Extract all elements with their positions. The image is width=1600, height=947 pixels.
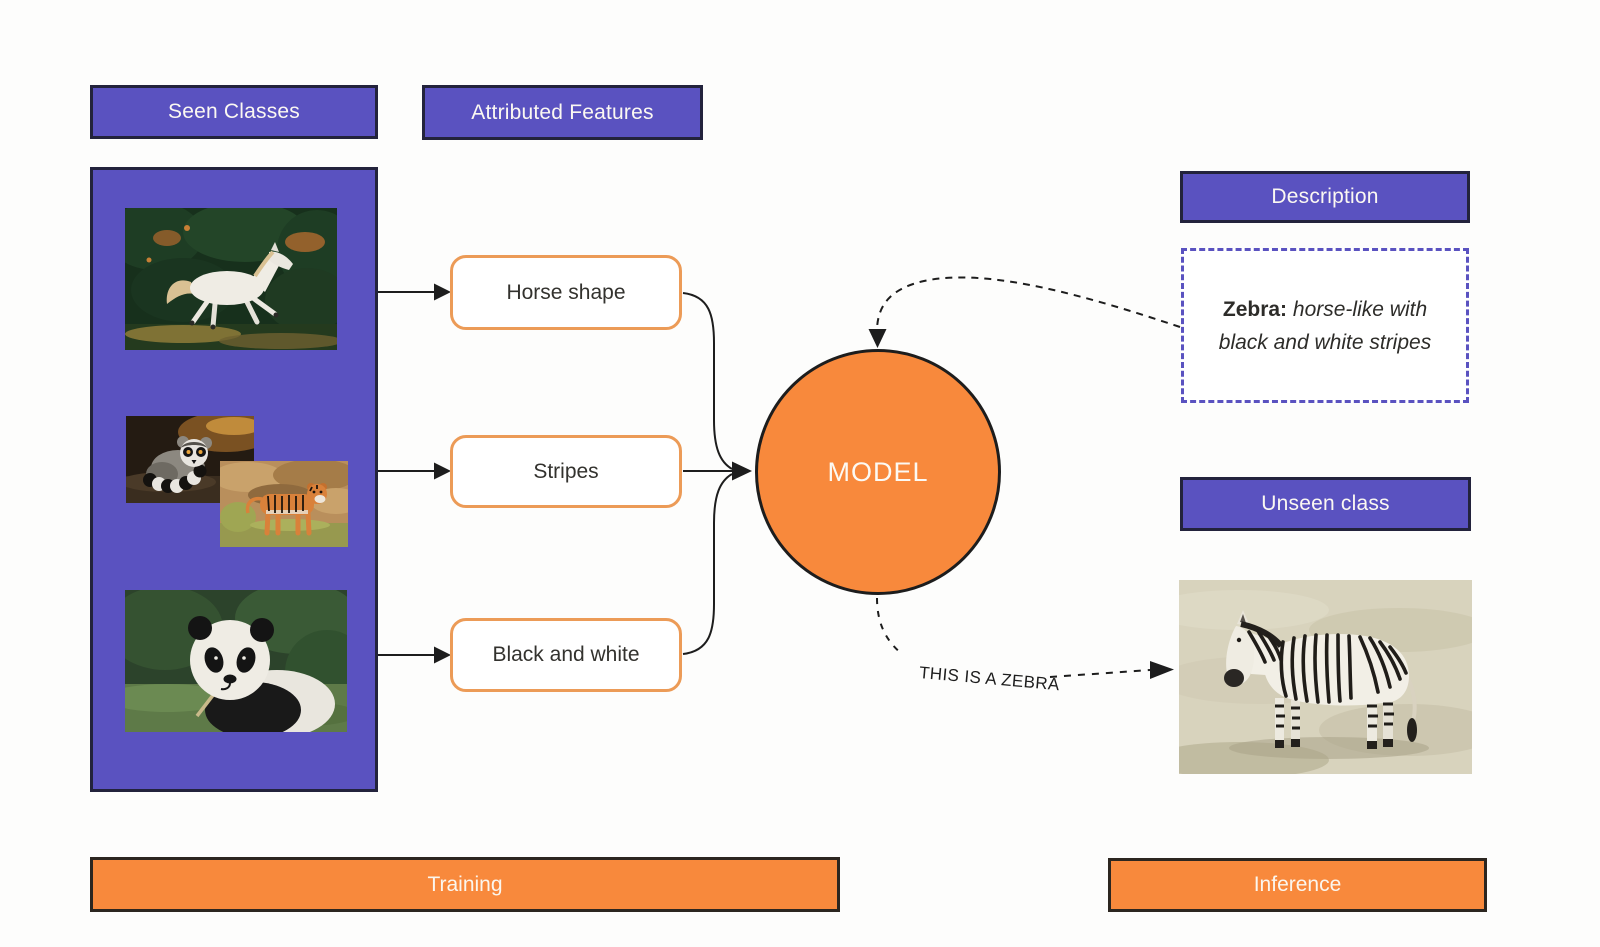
arrowhead-icon bbox=[434, 283, 451, 301]
zebra-image bbox=[1179, 580, 1472, 774]
attributed-features-header: Attributed Features bbox=[422, 85, 703, 140]
zebra-definition: horse-like with black and white stripes bbox=[1218, 297, 1432, 354]
arrowhead-icon bbox=[1150, 661, 1174, 679]
feature-box-stripes: Stripes bbox=[450, 435, 682, 508]
training-label: Training bbox=[427, 872, 503, 896]
arrow-seen-to-stripes bbox=[378, 462, 451, 480]
horse-figure bbox=[166, 242, 293, 330]
feature-box-horse-shape: Horse shape bbox=[450, 255, 682, 330]
unseen-class-header: Unseen class bbox=[1180, 477, 1471, 531]
arrow-seen-to-black-white bbox=[378, 646, 451, 664]
dashed-arrow-description-to-model bbox=[868, 276, 1181, 348]
panda-figure bbox=[188, 616, 335, 732]
zebra-term: Zebra: bbox=[1222, 297, 1288, 321]
zebra-figure bbox=[1224, 610, 1417, 749]
seen-classes-header: Seen Classes bbox=[90, 85, 378, 139]
attributed-features-label: Attributed Features bbox=[471, 100, 654, 124]
seen-classes-label: Seen Classes bbox=[168, 100, 300, 123]
curve-horse-shape-to-model bbox=[682, 292, 733, 470]
arrowhead-icon bbox=[732, 461, 752, 481]
arrowhead-icon bbox=[434, 646, 451, 664]
model-label: MODEL bbox=[827, 456, 929, 487]
description-label: Description bbox=[1271, 185, 1379, 208]
feature-label: Black and white bbox=[492, 643, 640, 666]
training-bar: Training bbox=[90, 857, 840, 912]
unseen-class-label: Unseen class bbox=[1261, 492, 1390, 515]
lemur-figure bbox=[143, 436, 212, 493]
arrowhead-icon bbox=[868, 329, 887, 348]
zebra-description-box: Zebra: horse-like with black and white s… bbox=[1181, 248, 1469, 403]
arrow-stripes-to-model bbox=[683, 461, 752, 481]
arrow-seen-to-horse-shape bbox=[378, 283, 451, 301]
feature-box-black-and-white: Black and white bbox=[450, 618, 682, 692]
inference-annotation: THIS IS A ZEBRA bbox=[918, 663, 1061, 695]
tiger-image bbox=[220, 461, 348, 547]
feature-label: Stripes bbox=[533, 459, 599, 483]
inference-bar: Inference bbox=[1108, 858, 1487, 912]
tiger-figure bbox=[245, 483, 327, 536]
arrowhead-icon bbox=[434, 462, 451, 480]
horse-image bbox=[125, 208, 337, 350]
curve-black-white-to-model bbox=[682, 473, 733, 655]
model-node: MODEL bbox=[755, 349, 1001, 595]
inference-label: Inference bbox=[1253, 873, 1342, 896]
feature-label: Horse shape bbox=[506, 280, 626, 304]
panda-image bbox=[125, 590, 347, 732]
zebra-description-text: Zebra: horse-like with black and white s… bbox=[1210, 293, 1440, 359]
description-header: Description bbox=[1180, 171, 1470, 223]
